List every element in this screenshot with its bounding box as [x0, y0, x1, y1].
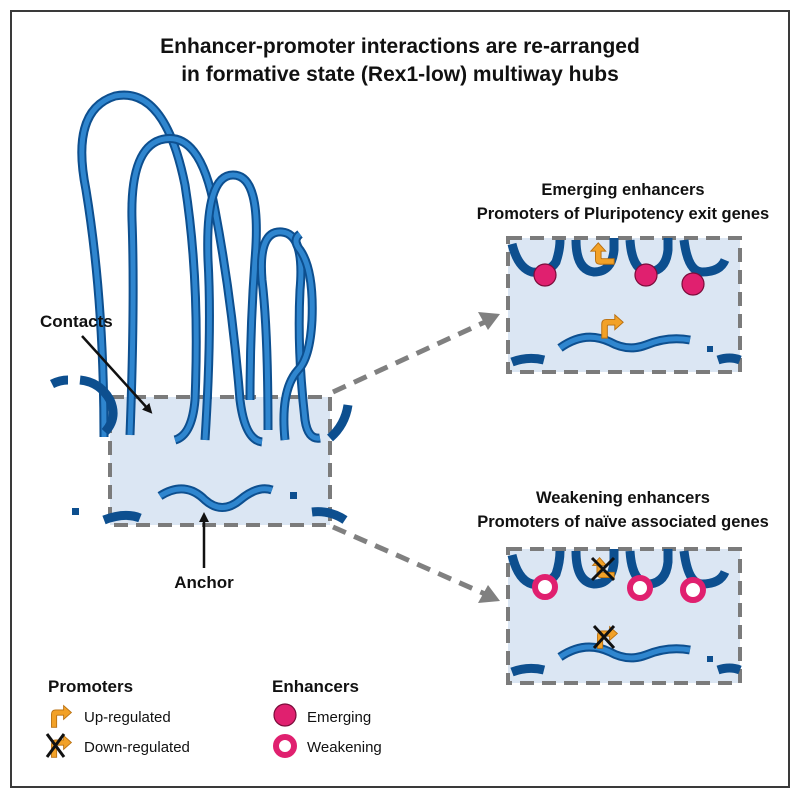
fiber-left-segment	[102, 510, 142, 525]
legend-weakening-label: Weakening	[307, 739, 382, 756]
loop-fragment-b	[79, 375, 118, 436]
legend: Promoters Up-regulated Down-regulated En…	[45, 677, 382, 758]
loop-fragment-a	[49, 375, 69, 389]
top-enhancer-1	[533, 263, 557, 287]
title-line-2: in formative state (Rex1-low) multiway h…	[181, 63, 619, 86]
top-panel-box	[506, 236, 742, 374]
legend-down-regulated-icon	[45, 733, 72, 758]
legend-up-regulated-icon	[51, 705, 72, 728]
fiber-dot-left	[72, 508, 79, 515]
bottom-panel-box	[506, 547, 742, 685]
legend-emerging-label: Emerging	[307, 709, 371, 726]
legend-enhancers-title: Enhancers	[272, 677, 359, 696]
bottom-loop-promoter-down-arrow	[590, 556, 616, 582]
bottom-panel-heading-1: Weakening enhancers	[536, 489, 710, 507]
bottom-loop-2	[571, 549, 619, 589]
arrow-to-top-panel	[331, 319, 487, 395]
bottom-fiber-right-segment	[716, 663, 742, 675]
legend-emerging-icon	[273, 703, 297, 727]
main-hub: Contacts Anchor	[40, 90, 353, 592]
top-fiber-dot	[707, 346, 713, 352]
bottom-fiber-left-segment	[510, 663, 546, 677]
bottom-enhancer-2	[627, 575, 653, 601]
title-line-1: Enhancer-promoter interactions are re-ar…	[160, 35, 640, 58]
anchor-label: Anchor	[174, 573, 234, 592]
bottom-fiber-promoter-down-arrow	[592, 624, 618, 650]
loop-tail	[326, 404, 353, 442]
bottom-panel: Weakening enhancers Promoters of naïve a…	[477, 489, 769, 685]
legend-promoters-title: Promoters	[48, 677, 133, 696]
top-fiber-left-segment	[510, 353, 546, 367]
top-loop-4	[679, 239, 730, 277]
arrow-head-bottom	[478, 585, 500, 603]
top-fiber-right-segment	[716, 353, 742, 365]
bottom-enhancer-3	[680, 577, 706, 603]
figure-frame	[10, 10, 790, 788]
fiber-dot-right	[290, 492, 297, 499]
legend-down-regulated-label: Down-regulated	[84, 739, 190, 756]
arrow-head-top	[478, 312, 500, 330]
top-enhancer-3	[681, 272, 705, 296]
top-panel-heading-2: Promoters of Pluripotency exit genes	[477, 205, 770, 223]
arrow-to-bottom-panel	[331, 524, 487, 597]
chromatin-loops	[49, 90, 353, 447]
top-loop-3	[625, 238, 673, 277]
bottom-panel-heading-2: Promoters of naïve associated genes	[477, 513, 769, 531]
legend-up-regulated-label: Up-regulated	[84, 709, 171, 726]
top-enhancer-2	[634, 263, 658, 287]
contacts-label: Contacts	[40, 312, 113, 331]
top-panel: Emerging enhancers Promoters of Pluripot…	[477, 181, 770, 374]
bottom-fiber-dot	[707, 656, 713, 662]
legend-weakening-icon	[273, 734, 297, 758]
top-loop-2	[571, 238, 619, 277]
fiber-right-segment	[311, 507, 348, 524]
contacts-pointer-arrow	[81, 335, 153, 414]
top-panel-heading-1: Emerging enhancers	[541, 181, 704, 199]
bottom-enhancer-1	[532, 574, 558, 600]
anchor-fiber	[72, 484, 348, 525]
